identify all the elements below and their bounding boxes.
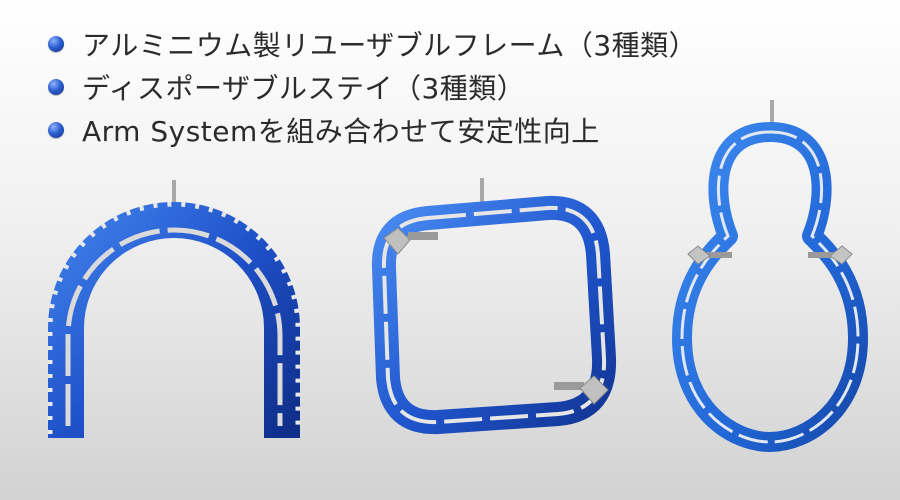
feature-text: Arm Systemを組み合わせて安定性向上 — [82, 114, 600, 148]
horseshoe-frame-image — [47, 180, 301, 438]
frame-body — [48, 202, 300, 438]
feature-item: ディスポーザブルステイ（3種類） — [48, 65, 697, 108]
bullet-icon — [48, 35, 64, 52]
frame-slot — [381, 205, 607, 425]
bullet-icon — [48, 78, 64, 95]
wing-nut-icon — [687, 245, 732, 265]
feature-text: アルミニウム製リユーザブルフレーム（3種類） — [82, 28, 698, 62]
frame-slot — [680, 130, 860, 444]
feature-item: アルミニウム製リユーザブルフレーム（3種類） — [48, 22, 697, 65]
figure8-frame-image — [672, 100, 868, 452]
bullet-icon — [48, 121, 64, 138]
pin-icon — [480, 178, 484, 214]
pin-icon — [172, 180, 176, 210]
wing-nut-icon — [554, 375, 609, 405]
wing-nut-icon — [383, 227, 438, 255]
frame-body — [672, 122, 868, 452]
feature-list: アルミニウム製リユーザブルフレーム（3種類） ディスポーザブルステイ（3種類） … — [48, 22, 697, 151]
feature-text: ディスポーザブルステイ（3種類） — [82, 71, 526, 105]
wing-nut-icon — [808, 245, 853, 265]
square-frame-image — [371, 178, 617, 435]
pin-icon — [770, 100, 774, 128]
feature-item: Arm Systemを組み合わせて安定性向上 — [48, 108, 697, 151]
frame-slot — [65, 227, 283, 426]
